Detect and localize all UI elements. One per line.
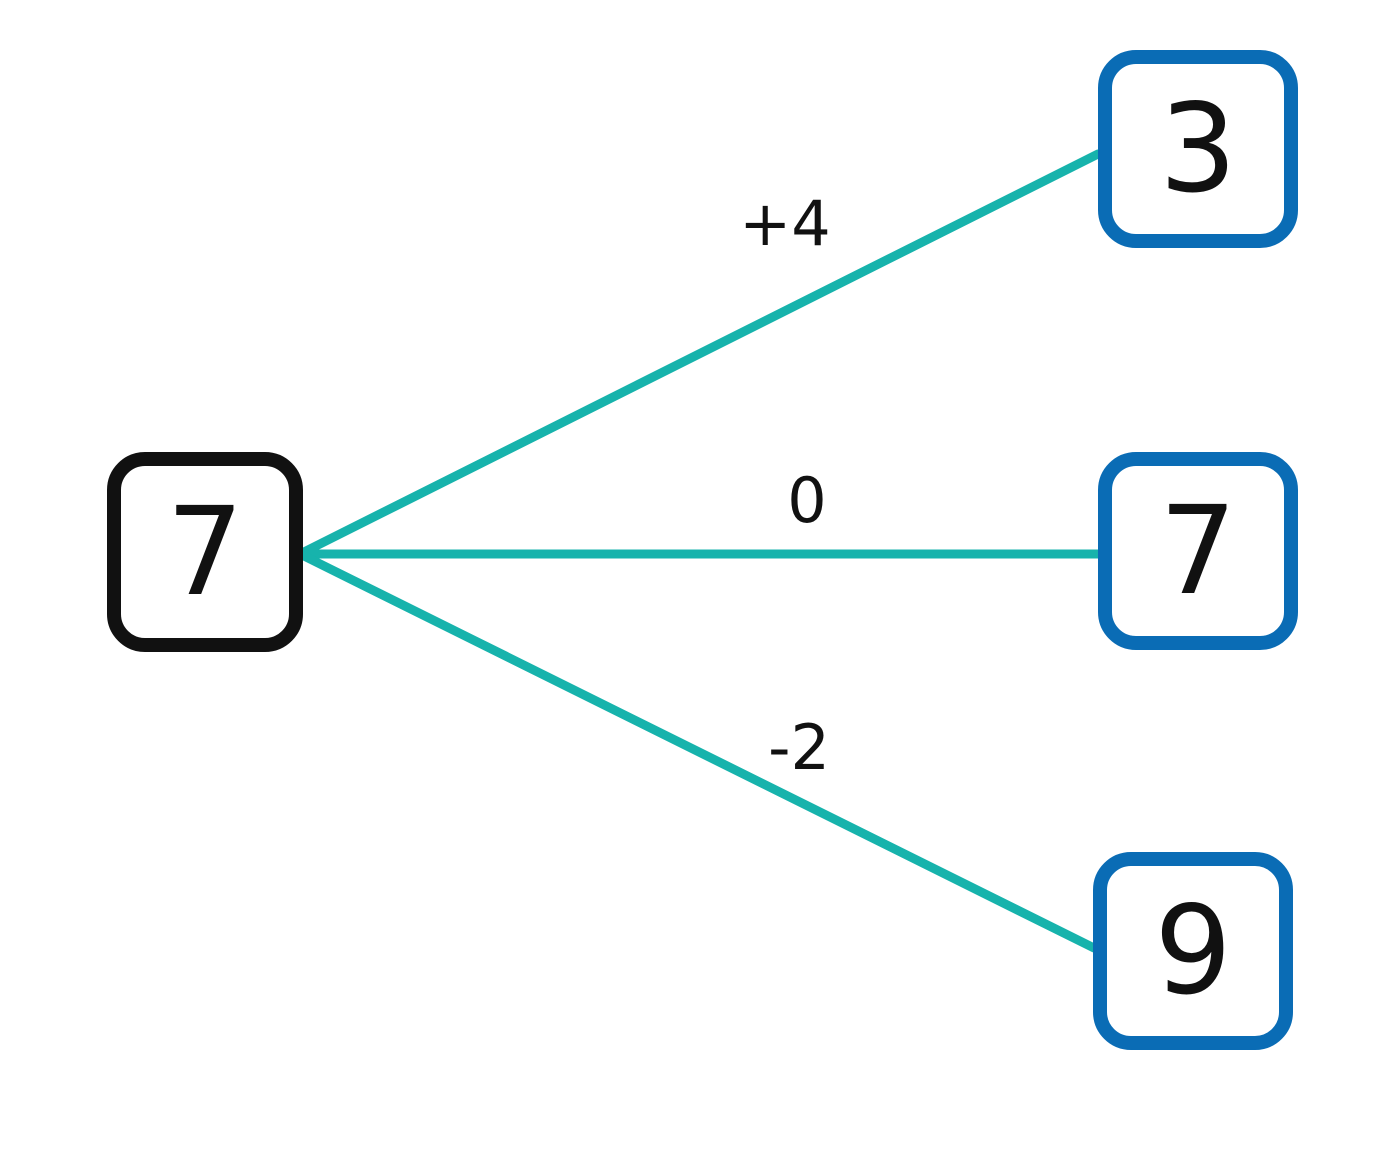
edge-label-minus2: -2: [768, 711, 830, 784]
source-node-value: 7: [166, 481, 244, 623]
target-node-bottom: 9: [1093, 852, 1293, 1050]
target-node-bottom-value: 9: [1154, 880, 1232, 1022]
edge-label-plus4: +4: [739, 187, 831, 260]
edge-line-plus4: [295, 149, 1103, 559]
target-node-top: 3: [1098, 50, 1298, 248]
target-node-middle-value: 7: [1159, 480, 1237, 622]
source-node: 7: [107, 452, 303, 652]
edge-label-zero: 0: [787, 464, 827, 537]
target-node-middle: 7: [1098, 452, 1298, 650]
target-node-top-value: 3: [1159, 78, 1237, 220]
edge-line-minus2: [295, 549, 1099, 953]
